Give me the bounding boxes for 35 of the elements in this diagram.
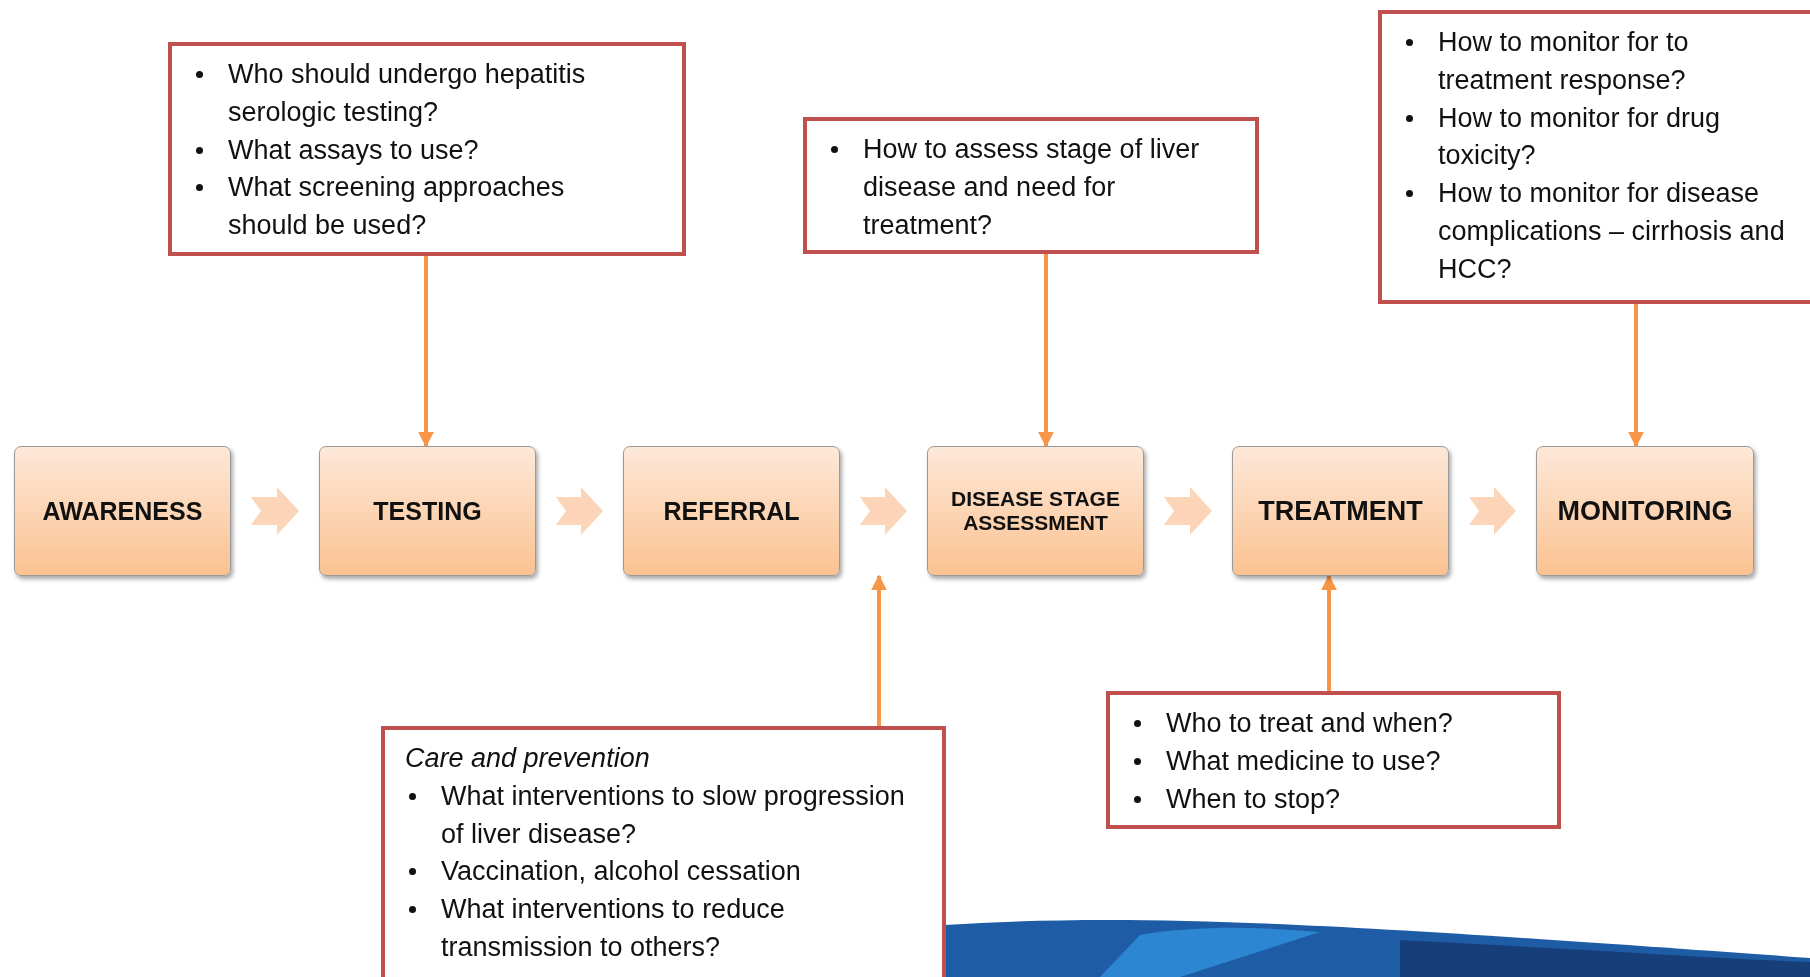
question-callout bbox=[1378, 10, 1810, 304]
arrow bbox=[1038, 254, 1054, 448]
bullet-text: What assays to use? bbox=[228, 134, 479, 165]
process-box: DISEASE STAGE ASSESSMENT bbox=[927, 446, 1144, 576]
question-callout bbox=[1106, 691, 1561, 829]
chevron-arrow bbox=[860, 487, 907, 535]
bullet-text: What interventions to reduce transmission to others? bbox=[441, 894, 785, 962]
process-box: TESTING bbox=[319, 446, 536, 576]
process-box: MONITORING bbox=[1536, 446, 1754, 576]
arrow bbox=[418, 256, 434, 448]
callout-heading: Care and prevention bbox=[405, 742, 651, 775]
bullet-text: Vaccination, alcohol cessation bbox=[441, 856, 801, 887]
bullet-text: What medicine to use? bbox=[1166, 745, 1441, 776]
bullet-text: How to monitor for drug toxicity? bbox=[1438, 102, 1721, 171]
question-callout bbox=[168, 42, 686, 256]
bullet-text: What interventions to slow progression of liver disease? bbox=[441, 780, 905, 849]
arrow bbox=[871, 574, 887, 726]
process-box: TREATMENT bbox=[1232, 446, 1449, 576]
bullet-text: How to monitor for to treatment response? bbox=[1438, 27, 1689, 95]
chevron-arrow bbox=[251, 487, 299, 535]
chevron-arrow bbox=[1469, 487, 1516, 535]
process-box: AWARENESS bbox=[14, 446, 231, 576]
chevron-arrow bbox=[556, 487, 603, 535]
bullet-text: Who should undergo hepatitis serologic testing? bbox=[228, 59, 586, 127]
arrow bbox=[1321, 574, 1337, 691]
process-box: REFERRAL bbox=[623, 446, 840, 576]
bullet-text: How to monitor for disease complications – cirrhosis and HCC? bbox=[1438, 178, 1785, 284]
bullet-text: What screening approaches should be used? bbox=[228, 172, 565, 241]
question-callout bbox=[803, 117, 1259, 254]
question-callout bbox=[381, 726, 946, 977]
bullet-text: Who to treat and when? bbox=[1166, 708, 1453, 738]
chevron-arrow bbox=[1164, 487, 1212, 535]
bullet-text: How to assess stage of liver disease and need for treatment? bbox=[863, 134, 1200, 240]
arrow bbox=[1628, 304, 1644, 448]
bullet-text: When to stop? bbox=[1166, 783, 1341, 814]
